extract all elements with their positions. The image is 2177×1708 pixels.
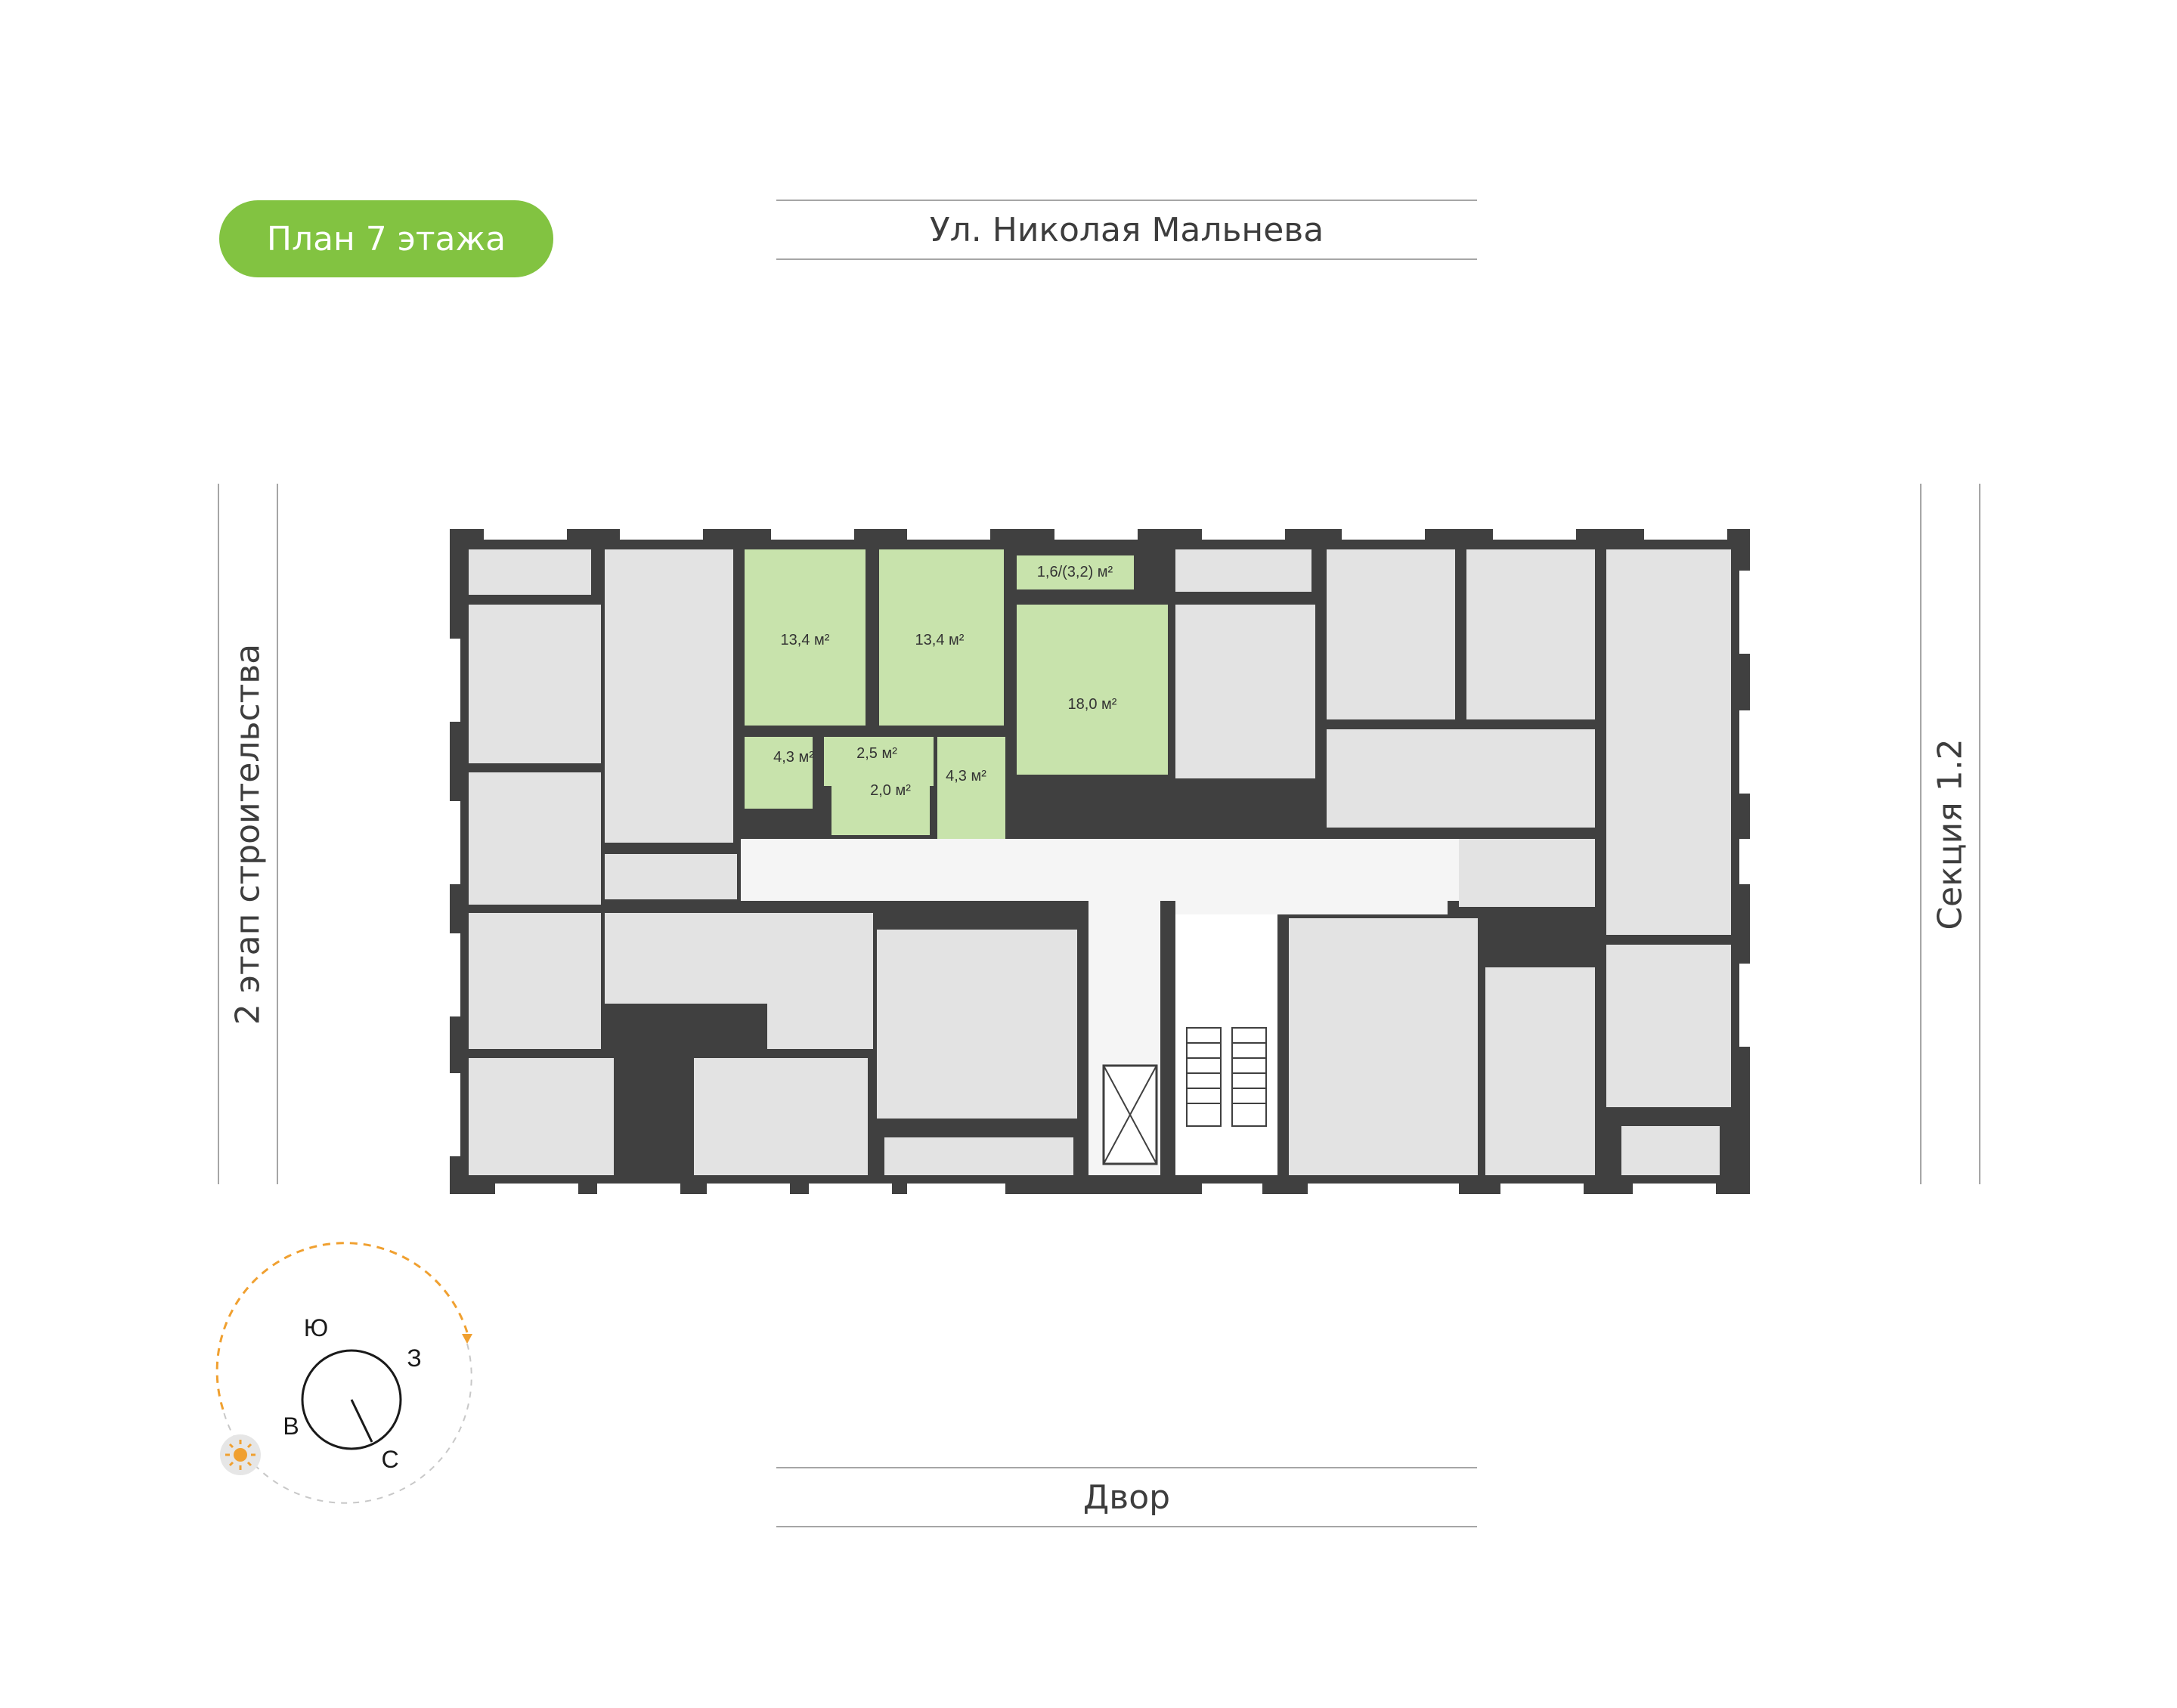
compass-east: В [283,1413,299,1440]
room [1621,1126,1720,1175]
window [1202,1184,1262,1194]
sun-icon [225,1440,255,1470]
window [620,529,703,540]
corridor-shape [824,737,934,786]
floor-badge-label: План 7 этажа [266,219,506,258]
hall-a-shape [745,737,813,809]
window [1493,529,1576,540]
window [809,1184,892,1194]
window [1202,529,1285,540]
room [605,854,737,899]
corridor-layer [741,839,1459,1175]
window [1308,1184,1391,1194]
window [1342,529,1425,540]
highlighted-apartment [745,549,1168,839]
room [1485,967,1595,1175]
corridor [1175,839,1448,914]
window [450,933,460,1016]
elevator [1102,1064,1158,1165]
room [605,549,733,843]
room [469,772,601,905]
room [469,605,601,763]
windows [450,529,1750,1194]
window [450,801,460,884]
window [1739,839,1750,884]
window [450,639,460,722]
arrow-head-icon [462,1334,472,1344]
window [771,529,854,540]
living-shape [1017,605,1168,775]
room [1175,605,1315,778]
window [495,1184,578,1194]
compass-arrow [215,1242,469,1410]
compass-north: С [381,1446,398,1473]
room [767,913,873,1049]
stairwell [1175,914,1277,1175]
room-b-shape [879,549,1004,726]
street-bottom: Двор [776,1467,1477,1527]
compass-south: Ю [304,1314,328,1341]
room [605,913,767,1004]
room [1466,549,1595,719]
balcony-shape [1017,555,1134,589]
window [1739,571,1750,654]
street-top-label: Ул. Николая Мальнева [929,210,1324,249]
room-a-shape [745,549,866,726]
rooms-layer [469,549,1731,1175]
room [884,1137,1073,1175]
room [469,1058,614,1175]
window [1376,1184,1459,1194]
side-left: 2 этап строительства [218,484,278,1184]
window [484,529,567,540]
area-balcony: 1,6/(3,2) м² [1037,564,1113,580]
area-room-b: 13,4 м² [915,632,965,648]
window [1739,964,1750,1047]
compass-outer-ring [222,1343,472,1504]
room [1606,945,1731,1107]
side-right: Секция 1.2 [1920,484,1980,1184]
window [1500,1184,1584,1194]
room [694,1058,868,1175]
street-top: Ул. Николая Мальнева [776,200,1477,260]
room [1327,549,1455,719]
area-hall-a: 4,3 м² [773,749,814,766]
room [469,549,591,595]
window [1633,1184,1716,1194]
floor-badge: План 7 этажа [219,200,553,277]
window [907,529,990,540]
area-hall-b: 4,3 м² [946,768,986,784]
room [877,930,1077,1119]
room [469,913,601,1049]
area-living: 18,0 м² [1068,696,1117,713]
window [1644,529,1727,540]
room [1459,839,1595,907]
hall-b-shape [937,737,1005,839]
street-bottom-label: Двор [1082,1477,1171,1517]
window [1739,710,1750,794]
window [597,1184,680,1194]
area-corridor: 2,5 м² [856,745,897,762]
area-room-a: 13,4 м² [781,632,830,648]
bath-shape [831,786,930,835]
window [450,1073,460,1156]
window [707,1184,790,1194]
room [1606,549,1731,935]
area-bath: 2,0 м² [870,782,911,799]
room [1327,729,1595,828]
room [1289,918,1478,1175]
compass: Ю З В С [215,1242,472,1504]
compass-west: З [407,1344,421,1372]
room [1175,549,1311,592]
compass-needle [350,1399,373,1443]
window [1054,529,1138,540]
window [907,1184,1005,1194]
